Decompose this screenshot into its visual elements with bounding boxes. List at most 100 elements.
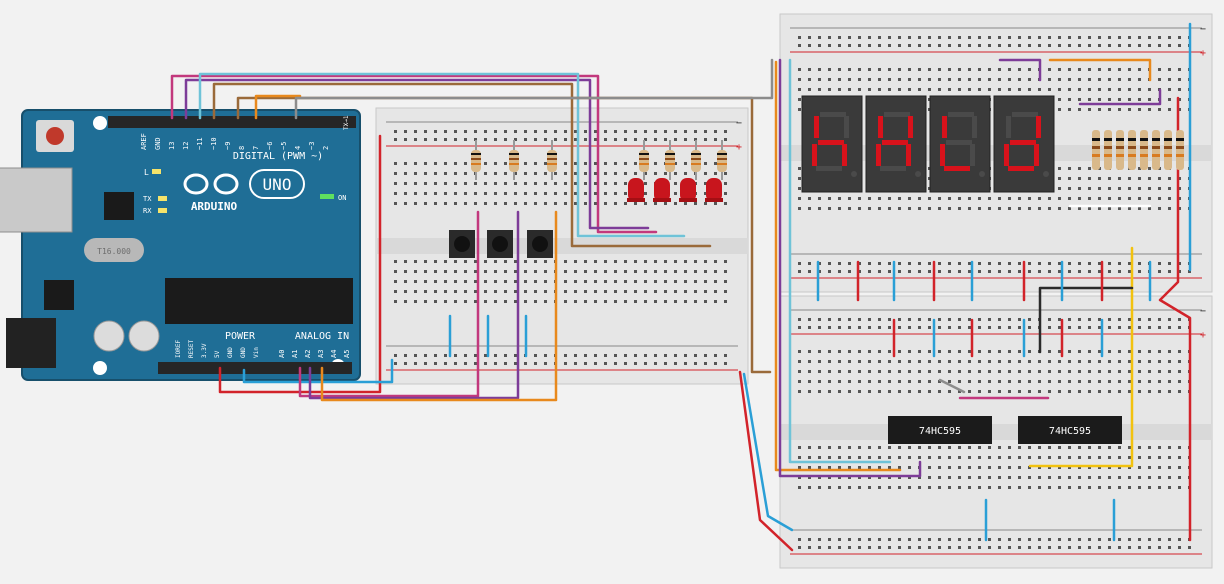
hole [1058, 390, 1061, 393]
rail-hole [1168, 318, 1171, 321]
hole [868, 88, 871, 91]
rail-hole [1018, 262, 1021, 265]
hole [1098, 390, 1101, 393]
resistor[interactable] [1092, 130, 1100, 170]
hole [584, 290, 587, 293]
rail-hole [938, 36, 941, 39]
hole [918, 390, 921, 393]
hole [858, 466, 861, 469]
rail-hole [808, 318, 811, 321]
jumper-wires[interactable] [170, 22, 1192, 552]
rail-hole [918, 262, 921, 265]
hole [1098, 350, 1101, 353]
resistor[interactable] [691, 140, 701, 180]
hole [1018, 78, 1021, 81]
led-red[interactable] [679, 178, 697, 202]
hole [614, 202, 617, 205]
pushbutton-cap[interactable] [532, 236, 548, 252]
hole [1158, 380, 1161, 383]
hole [978, 486, 981, 489]
resistor[interactable] [665, 140, 675, 180]
resistor-body [1164, 130, 1172, 170]
pushbutton-cap[interactable] [492, 236, 508, 252]
resistor[interactable] [1152, 130, 1160, 170]
resistor[interactable] [1176, 130, 1184, 170]
rail-hole [1168, 538, 1171, 541]
jumper-wire[interactable] [294, 58, 774, 120]
power-analog-header[interactable] [158, 362, 352, 374]
led-red[interactable] [705, 178, 723, 202]
resistor[interactable] [717, 140, 727, 180]
jumper-wire[interactable] [1158, 96, 1192, 542]
breadboard-bottom-right[interactable]: −+ [779, 295, 1213, 569]
jumper-wire[interactable] [738, 370, 794, 552]
jumper-wire[interactable] [742, 372, 794, 532]
resistor[interactable] [471, 140, 481, 180]
jumper-wire[interactable] [308, 210, 520, 400]
resistor-band [639, 163, 649, 165]
resistor[interactable] [547, 140, 557, 180]
rail-hole [888, 546, 891, 549]
hole [454, 202, 457, 205]
jumper-wire[interactable] [1028, 246, 1134, 468]
pushbutton-cap[interactable] [454, 236, 470, 252]
hole [998, 78, 1001, 81]
led-red[interactable] [627, 178, 645, 202]
pushbutton[interactable] [487, 230, 513, 258]
jumper-wire[interactable] [198, 72, 686, 238]
resistor[interactable] [1140, 130, 1148, 170]
hole [1128, 187, 1131, 190]
led-red[interactable] [653, 178, 671, 202]
jumper-wire[interactable] [170, 74, 658, 234]
hole [808, 466, 811, 469]
segment [878, 116, 883, 138]
hole [988, 370, 991, 373]
pushbutton[interactable] [527, 230, 553, 258]
digital-header[interactable] [108, 116, 356, 128]
jumper-wire[interactable] [242, 358, 394, 384]
jumper-wire[interactable] [298, 210, 480, 398]
resistor[interactable] [1164, 130, 1172, 170]
jumper-wire[interactable] [1048, 58, 1152, 82]
jumper-wire[interactable] [184, 78, 650, 230]
hole [808, 370, 811, 373]
jumper-wire[interactable] [774, 60, 902, 472]
pushbutton[interactable] [449, 230, 475, 258]
resistor[interactable] [639, 140, 649, 180]
hole [574, 202, 577, 205]
hole [1048, 360, 1051, 363]
resistor[interactable] [1128, 130, 1136, 170]
jumper-wire[interactable] [998, 58, 1042, 82]
resistor-body [1116, 130, 1124, 170]
hole [968, 446, 971, 449]
resistor[interactable] [1116, 130, 1124, 170]
rail-hole [1108, 270, 1111, 273]
jumper-wire[interactable] [212, 82, 712, 248]
resistor-band [547, 163, 557, 165]
hole [1178, 68, 1181, 71]
jumper-wire[interactable] [1078, 88, 1162, 106]
rail-hole [858, 326, 861, 329]
hole [848, 197, 851, 200]
hole [424, 182, 427, 185]
components[interactable] [449, 130, 1184, 258]
jumper-wire[interactable] [938, 378, 966, 394]
hole [938, 390, 941, 393]
hole [918, 456, 921, 459]
rail-hole [444, 362, 447, 365]
hole [1008, 68, 1011, 71]
hole [1028, 466, 1031, 469]
hole [1068, 360, 1071, 363]
reset-button-cap[interactable] [46, 127, 64, 145]
jumper-wire[interactable] [320, 210, 558, 402]
hole [798, 380, 801, 383]
resistor[interactable] [1104, 130, 1112, 170]
hole [898, 390, 901, 393]
jumper-wire[interactable] [254, 94, 302, 120]
resistor[interactable] [509, 140, 519, 180]
jumper-wire[interactable] [778, 58, 922, 478]
hole [898, 486, 901, 489]
jumper-wire[interactable] [788, 58, 892, 464]
